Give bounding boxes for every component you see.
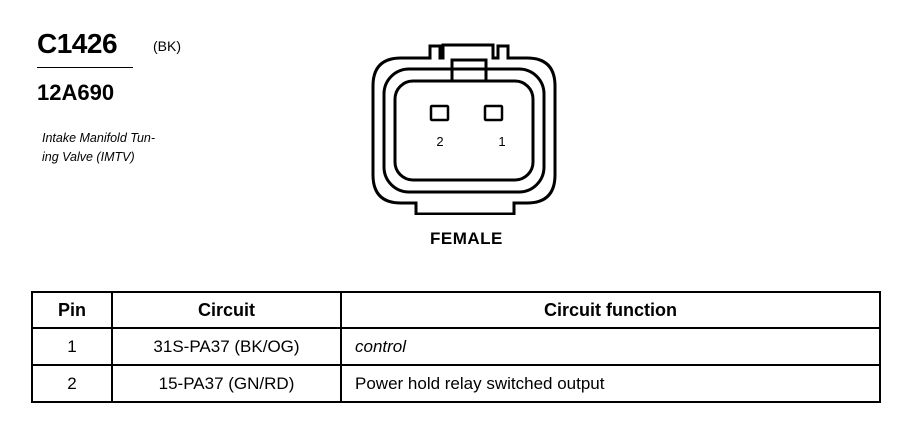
connector-face-diagram: 2 1 (371, 43, 557, 215)
header-circuit-function: Circuit function (340, 291, 881, 329)
title-underline (37, 67, 133, 68)
pin-2-label: 2 (436, 134, 443, 149)
connector-id: C1426 (37, 28, 118, 59)
part-number: 12A690 (37, 80, 115, 105)
table-row: 2 15-PA37 (GN/RD) Power hold relay switc… (31, 364, 881, 403)
circuit-function-cell: Power hold relay switched output (340, 364, 881, 403)
pin-1-label: 1 (498, 134, 505, 149)
circuit-cell: 15-PA37 (GN/RD) (111, 364, 342, 403)
header-pin: Pin (31, 291, 113, 329)
connector-description: Intake Manifold Tun- ing Valve (IMTV) (42, 129, 202, 167)
pin-2-terminal (429, 104, 450, 122)
description-line-1: Intake Manifold Tun- (42, 131, 156, 145)
connector-housing-outline (371, 43, 557, 215)
connector-inner-wall (382, 67, 546, 194)
table-header-row: Pin Circuit Circuit function (31, 291, 881, 329)
circuit-function-cell: control (340, 327, 881, 366)
table-row: 1 31S-PA37 (BK/OG) control (31, 327, 881, 366)
pinout-table: Pin Circuit Circuit function 1 31S-PA37 … (31, 291, 881, 403)
pin-cell: 2 (31, 364, 113, 403)
pin-cell: 1 (31, 327, 113, 366)
connector-color: (BK) (153, 38, 181, 54)
connector-gender-label: FEMALE (430, 229, 503, 248)
connector-cavity (393, 79, 535, 182)
pin-1-terminal (483, 104, 504, 122)
circuit-cell: 31S-PA37 (BK/OG) (111, 327, 342, 366)
description-line-2: ing Valve (IMTV) (42, 150, 135, 164)
header-circuit: Circuit (111, 291, 342, 329)
locking-tab (450, 58, 488, 81)
